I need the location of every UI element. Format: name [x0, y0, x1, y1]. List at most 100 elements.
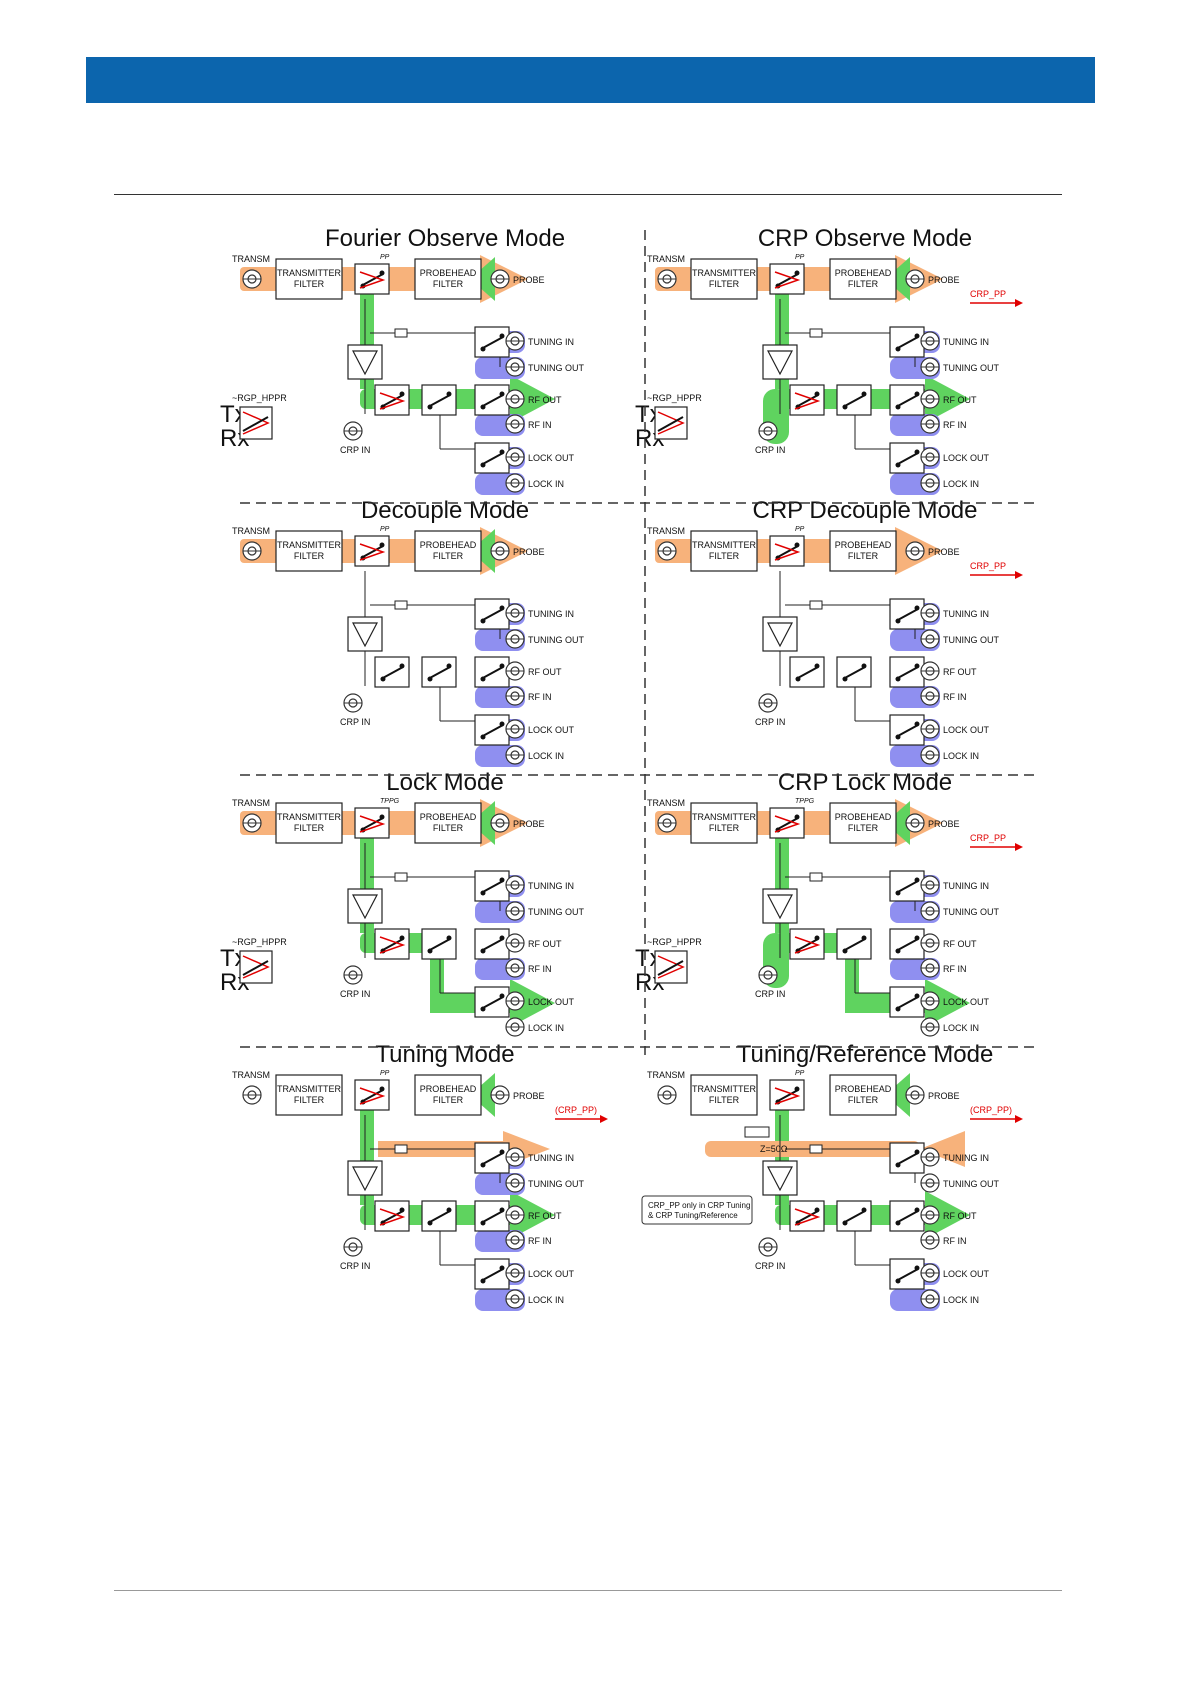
green-probe-arrow	[885, 257, 910, 301]
lock-switch-pivot	[895, 734, 901, 740]
crp-switch-red	[379, 936, 406, 954]
rf-in-label: RF IN	[528, 1236, 552, 1246]
tuning-switch-blade	[895, 336, 919, 350]
rf-switch-contact	[446, 1207, 452, 1213]
tuning-switch-pivot	[480, 346, 486, 352]
pp-label: PP	[795, 254, 805, 261]
panel-7: Tuning ModeTRANSMTRANSMITTERFILTERPPPROB…	[232, 1041, 608, 1311]
pp-switch-red	[359, 543, 386, 561]
probehead-filter-box	[829, 530, 897, 572]
tuning-switch-contact	[914, 877, 920, 883]
transmitter-filter-label: FILTER	[709, 279, 740, 289]
lock-out-label: LOCK OUT	[528, 997, 575, 1007]
tuning-in-label: TUNING IN	[943, 1153, 989, 1163]
pp-switch-red	[359, 815, 386, 833]
transm-label: TRANSM	[232, 1070, 270, 1080]
rf-out-switch-blade	[895, 394, 919, 408]
tuning-out-label: TUNING OUT	[943, 363, 999, 373]
tuning-in-label: TUNING IN	[528, 881, 574, 891]
lock-switch-pivot	[895, 1006, 901, 1012]
transm-label: TRANSM	[647, 1070, 685, 1080]
pp-label: PP	[380, 254, 390, 261]
green-probe-arrow	[470, 257, 495, 301]
crp-switch-pivot	[380, 676, 386, 682]
rf-out-switch-pivot	[480, 1220, 486, 1226]
transmitter-filter-label: FILTER	[294, 823, 325, 833]
probehead-filter-label: PROBEHEAD	[835, 1084, 892, 1094]
lock-in-label: LOCK IN	[943, 1295, 979, 1305]
transm-label: TRANSM	[232, 798, 270, 808]
lock-in-label: LOCK IN	[528, 751, 564, 761]
tuning-switch-pivot	[895, 1162, 901, 1168]
rf-switch	[836, 656, 872, 688]
crp-switch-pivot	[795, 676, 801, 682]
tuning-switch-blade	[480, 1152, 504, 1166]
preamp-triangle	[767, 1166, 793, 1192]
tuning-switch-contact	[914, 605, 920, 611]
green-probe-arrow	[885, 801, 910, 845]
lock-switch-contact	[499, 449, 505, 455]
z-label: Z=50Ω	[760, 1144, 788, 1154]
pp-switch-blade	[360, 545, 384, 559]
tuning-switch-pivot	[480, 618, 486, 624]
lock-switch-blade	[480, 996, 504, 1010]
rf-out-switch-contact	[499, 391, 505, 397]
header-banner	[86, 57, 1095, 103]
transmitter-filter-box	[275, 1074, 343, 1116]
panel-1: Fourier Observe ModeTRANSMTRANSMITTERFIL…	[220, 225, 584, 495]
rf-switch-contact	[446, 935, 452, 941]
crp-pp-label: (CRP_PP)	[555, 1105, 597, 1115]
transmitter-filter-label: FILTER	[294, 551, 325, 561]
probehead-filter-label: PROBEHEAD	[420, 812, 477, 822]
probe-label: PROBE	[928, 275, 960, 285]
tuning-switch-blade	[895, 1152, 919, 1166]
pp-label: PP	[795, 526, 805, 533]
tuning-out-label: TUNING OUT	[528, 635, 584, 645]
pp-switch-blade	[775, 817, 799, 831]
lock-switch-pivot	[480, 462, 486, 468]
rf-switch-pivot	[842, 676, 848, 682]
panel-8: Tuning/Reference ModeTRANSMTRANSMITTERFI…	[647, 1041, 1023, 1311]
rgp-red	[242, 955, 270, 979]
rf-out-switch-blade	[480, 1210, 504, 1224]
crp-switch-red	[379, 1208, 406, 1226]
panel-6: CRP Lock ModeTRANSMTRANSMITTERFILTERTPPG…	[635, 769, 1023, 1037]
lock-switch-blade	[895, 1268, 919, 1282]
probehead-filter-box	[829, 1074, 897, 1116]
crp-switch-blade	[795, 1210, 819, 1224]
tuning-switch-contact	[914, 333, 920, 339]
rf-switch-contact	[861, 391, 867, 397]
pp-switch	[769, 807, 805, 839]
rf-out-switch-blade	[480, 938, 504, 952]
rf-out-switch-blade	[480, 666, 504, 680]
lock-switch-blade	[895, 452, 919, 466]
lock-switch-pivot	[480, 1278, 486, 1284]
rf-out-label: RF OUT	[943, 667, 977, 677]
crp-switch-blade	[795, 666, 819, 680]
transmitter-filter-label: FILTER	[709, 551, 740, 561]
lock-out-label: LOCK OUT	[528, 1269, 575, 1279]
lock-switch-blade	[480, 724, 504, 738]
note-line-2: & CRP Tuning/Reference	[648, 1211, 738, 1220]
lock-switch-pivot	[480, 734, 486, 740]
pp-switch-contact	[794, 1086, 800, 1092]
panel-title: Lock Mode	[386, 769, 503, 796]
transm-label: TRANSM	[647, 798, 685, 808]
crp-switch-contact	[814, 935, 820, 941]
tuning-switch-contact	[499, 877, 505, 883]
tuning-out-label: TUNING OUT	[943, 635, 999, 645]
attenuator	[394, 1144, 408, 1154]
tuning-in-label: TUNING IN	[528, 609, 574, 619]
probe-label: PROBE	[513, 547, 545, 557]
panel-3: Decouple ModeTRANSMTRANSMITTERFILTERPPPR…	[232, 497, 584, 767]
transmitter-filter-box	[275, 530, 343, 572]
pp-label: TPPG	[795, 798, 815, 805]
pp-switch-contact	[379, 270, 385, 276]
green-rfout-arrow	[925, 375, 970, 423]
transm-label: TRANSM	[232, 254, 270, 264]
probe-label: PROBE	[928, 547, 960, 557]
rf-switch-blade	[842, 666, 866, 680]
rf-switch-contact	[446, 663, 452, 669]
transmitter-filter-label: TRANSMITTER	[277, 268, 341, 278]
green-lockout-arrow	[510, 979, 555, 1027]
